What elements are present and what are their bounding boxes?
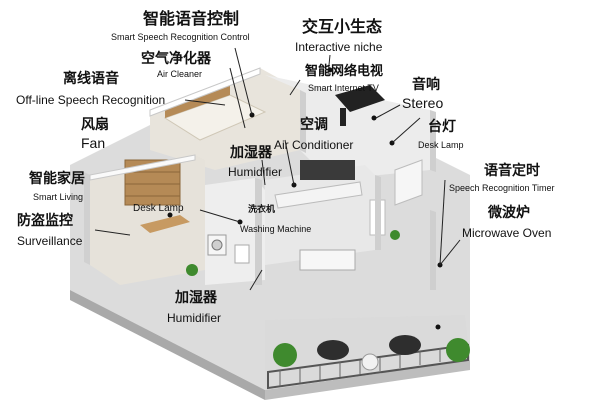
label-air-cleaner-zh: 空气净化器 [141,51,211,67]
dining-table [299,249,356,271]
plant [273,343,297,367]
label-air-conditioner-zh: 空调 [300,117,328,133]
label-microwave-en: Microwave Oven [462,226,552,240]
label-fan-zh: 风扇 [81,117,109,133]
label-humidifier-top-zh: 加湿器 [230,145,272,161]
window [394,159,423,206]
balcony-floor [265,315,470,390]
wall-kitchen-right [375,175,381,250]
label-offline-speech-en: Off-line Speech Recognition [16,93,166,107]
label-washing-machine-en: Washing Machine [240,224,312,234]
label-air-conditioner-en: Air Conditioner [274,138,354,152]
label-humidifier-bottom-en: Humidifier [167,311,222,325]
label-desk-lamp-en: Desk Lamp [418,140,464,150]
label-offline-speech-zh: 离线语音 [63,71,119,87]
label-microwave-zh: 微波炉 [488,205,530,221]
label-desk-lamp-left-en: Desk Lamp [133,203,184,214]
piano [335,85,385,112]
label-speech-timer-en: Speech Recognition Timer [449,183,555,193]
cabinet [300,160,355,180]
study-wall-top [89,154,196,181]
lounge-chair [389,335,421,355]
wall-mid [300,90,306,153]
study-wall-left [84,172,90,265]
label-air-cleaner-en: Air Cleaner [157,69,203,79]
label-surveillance-zh: 防盗监控 [17,213,73,229]
label-stereo-en: Stereo [402,95,444,111]
label-humidifier-bottom-zh: 加湿器 [175,290,217,306]
label-speech-control-zh: 智能语音控制 [143,9,240,28]
bathroom-floor [205,178,265,285]
wall-right [430,110,436,172]
label-surveillance-en: Surveillance [17,234,83,248]
desk [140,215,190,233]
plant [186,264,198,276]
label-desk-lamp-zh: 台灯 [428,119,456,135]
piano-base [340,108,346,126]
slab-edge [70,290,265,400]
side-table [361,353,379,371]
toilet [234,244,250,264]
plant [446,338,470,362]
label-humidifier-top-en: Humidifier [228,165,283,179]
kitchen-counter [274,181,363,209]
label-speech-timer-zh: 语音定时 [484,163,540,179]
plant [390,230,400,240]
label-fan-en: Fan [81,135,106,151]
label-smart-tv-zh: 智能网络电视 [305,64,384,79]
slab-edge-right [265,360,470,400]
label-interactive-niche-zh: 交互小生态 [302,17,383,36]
lounge-chair [317,340,349,360]
label-smart-living-en: Smart Living [33,192,84,202]
label-smart-living-zh: 智能家居 [29,171,85,187]
wall-kitchen [255,178,262,285]
living-floor [265,75,430,180]
label-washing-machine-zh: 洗衣机 [248,205,276,215]
label-stereo-zh: 音响 [412,77,440,93]
label-speech-control-en: Smart Speech Recognition Control [111,32,250,42]
wall-right-lower [430,210,436,290]
label-interactive-niche-en: Interactive niche [295,40,383,54]
label-smart-tv-en: Smart Internet TV [308,83,379,93]
